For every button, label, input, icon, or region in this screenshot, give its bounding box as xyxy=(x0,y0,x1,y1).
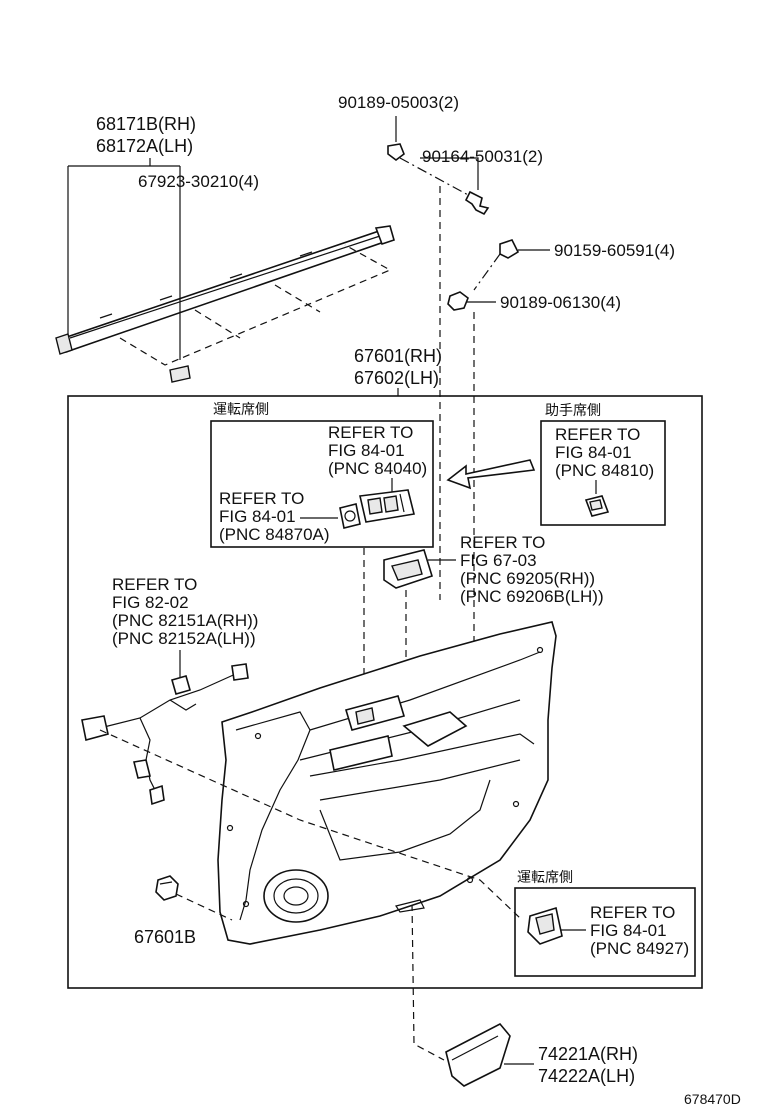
handle-ref-line2: FIG 67-03 xyxy=(460,551,537,570)
handle-ref-line4: (PNC 69206B(LH)) xyxy=(460,587,604,606)
passenger-box-heading: 助手席側 xyxy=(545,402,601,418)
figure-id: 678470D xyxy=(684,1091,741,1107)
callout-cover-lh: 74222A(LH) xyxy=(538,1066,635,1086)
callout-belt-lh: 68172A(LH) xyxy=(96,136,193,156)
handle-ref-line3: (PNC 69205(RH)) xyxy=(460,569,595,588)
master-switch-part[interactable] xyxy=(359,489,415,523)
nut-90189-06130-part[interactable] xyxy=(447,291,469,311)
callout-nut-90189-06130: 90189-06130(4) xyxy=(500,293,621,312)
clip-90189-05003-part[interactable] xyxy=(387,143,405,161)
callout-screw-90164: 90164-50031(2) xyxy=(422,147,543,166)
passenger-ref-line1: REFER TO xyxy=(555,425,640,444)
driver-ref1-line3: (PNC 84040) xyxy=(328,459,427,478)
driver-ref2-line3: (PNC 84870A) xyxy=(219,525,330,544)
driver-ref1-line2: FIG 84-01 xyxy=(328,441,405,460)
callout-belt-rh: 68171B(RH) xyxy=(96,114,196,134)
screw-axis-90159 xyxy=(473,253,501,291)
cover-74221a-part[interactable] xyxy=(445,1022,511,1087)
driver-lower-ref-line2: FIG 84-01 xyxy=(590,921,667,940)
handle-ref-line1: REFER TO xyxy=(460,533,545,552)
clip-67601b-part[interactable] xyxy=(155,875,179,901)
wire-harness-part[interactable] xyxy=(81,663,249,806)
passenger-switch-part[interactable] xyxy=(584,495,610,517)
screw-90159-part[interactable] xyxy=(499,239,520,259)
passenger-ref-line3: (PNC 84810) xyxy=(555,461,654,480)
guide-line-e xyxy=(409,759,445,1061)
wire-ref-line4: (PNC 82152A(LH)) xyxy=(112,629,256,648)
driver-lower-ref-line3: (PNC 84927) xyxy=(590,939,689,958)
callout-screw-90159: 90159-60591(4) xyxy=(554,241,675,260)
belt-moulding-dash-guide xyxy=(119,244,392,366)
wire-ref-line2: FIG 82-02 xyxy=(112,593,189,612)
door-trim-frame xyxy=(67,395,703,989)
clip-67923-part[interactable] xyxy=(169,365,191,383)
callout-trim-rh: 67601(RH) xyxy=(354,346,442,366)
inside-handle-part[interactable] xyxy=(383,549,433,589)
callout-trim-lh: 67602(LH) xyxy=(354,368,439,388)
driver-ref2-line2: FIG 84-01 xyxy=(219,507,296,526)
driver-ref1-line1: REFER TO xyxy=(328,423,413,442)
callout-clip-67601b: 67601B xyxy=(134,927,196,947)
screw-90164-part[interactable] xyxy=(464,190,490,216)
driver-lower-ref-line1: REFER TO xyxy=(590,903,675,922)
wire-to-panel-guide xyxy=(99,729,521,919)
belt-moulding-part[interactable] xyxy=(55,225,395,355)
driver-ref2-line1: REFER TO xyxy=(219,489,304,508)
callout-clip-67923: 67923-30210(4) xyxy=(138,172,259,191)
screw-axis-90164 xyxy=(399,157,471,197)
wire-ref-line1: REFER TO xyxy=(112,575,197,594)
driver-lower-switch-box xyxy=(514,887,696,977)
driver-switch-box xyxy=(210,420,434,548)
passenger-ref-line2: FIG 84-01 xyxy=(555,443,632,462)
direction-arrow xyxy=(446,459,536,490)
driver-lower-switch-part[interactable] xyxy=(527,906,563,945)
driver-box-heading: 運転席側 xyxy=(213,401,269,417)
passenger-switch-box xyxy=(540,420,666,526)
leader-90164 xyxy=(420,157,479,190)
mirror-switch-part[interactable] xyxy=(339,503,361,529)
belt-moulding-leader xyxy=(67,158,181,360)
callout-clip-90189-05003: 90189-05003(2) xyxy=(338,93,459,112)
clip-to-panel-guide xyxy=(175,893,233,921)
callout-cover-rh: 74221A(RH) xyxy=(538,1044,638,1064)
driver-lower-box-heading: 運転席側 xyxy=(517,869,573,885)
door-trim-panel-part[interactable] xyxy=(217,621,557,945)
wire-ref-line3: (PNC 82151A(RH)) xyxy=(112,611,258,630)
